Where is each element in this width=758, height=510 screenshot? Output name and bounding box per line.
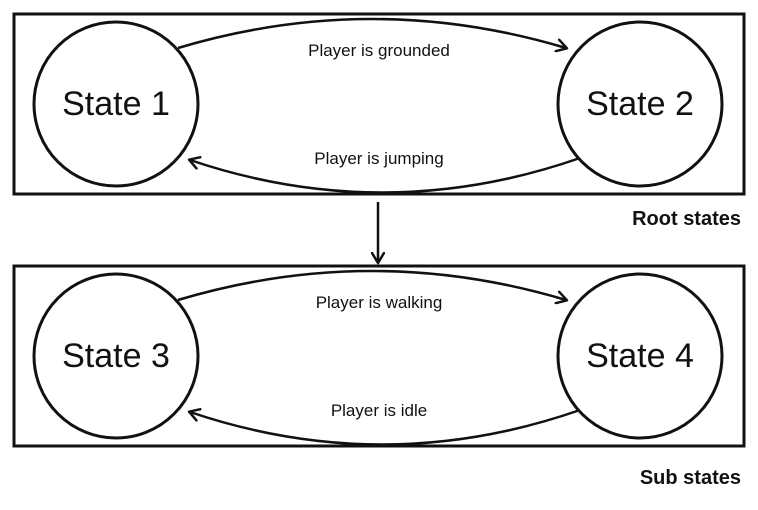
edge-grounded-arrow — [177, 17, 566, 48]
state-2-label: State 2 — [586, 85, 694, 123]
root-states-box — [12, 12, 746, 196]
state-1-label: State 1 — [62, 85, 170, 123]
edge-jumping-arrow — [190, 158, 581, 194]
state-3-node — [32, 272, 200, 440]
state-1-node — [32, 20, 200, 188]
sub-states-box — [12, 264, 746, 448]
edge-grounded-label: Player is grounded — [308, 41, 450, 60]
edge-idle-arrow — [190, 410, 581, 446]
edge-idle-label: Player is idle — [331, 401, 427, 420]
edge-jumping-label: Player is jumping — [314, 149, 443, 168]
sub-states-group: State 3 State 4 Player is walking Player… — [12, 264, 746, 448]
state-4-node — [556, 272, 724, 440]
sub-states-label: Sub states — [640, 467, 741, 489]
edge-walking-label: Player is walking — [316, 293, 443, 312]
state-3-label: State 3 — [62, 337, 170, 375]
edge-walking-arrow — [177, 269, 566, 300]
root-states-group: State 1 State 2 Player is grounded Playe… — [12, 12, 746, 196]
root-states-label: Root states — [632, 208, 741, 230]
state-4-label: State 4 — [586, 337, 694, 375]
state-2-node — [556, 20, 724, 188]
